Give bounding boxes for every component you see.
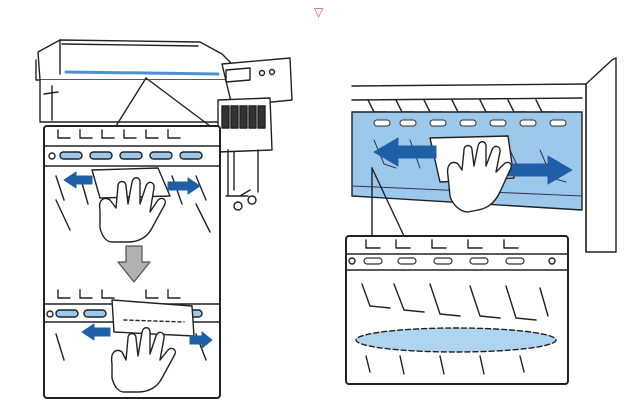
printer-illustration [35,39,293,211]
arrow-left-icon [81,323,111,341]
arrow-right-icon [167,177,201,195]
hand-icon [98,177,167,243]
arrow-right-icon [189,331,213,349]
arrow-left-icon [373,137,437,167]
magnifier-callout-icon [115,77,211,127]
cleaning-area-highlight [355,327,557,353]
step-1-view [43,129,221,243]
arrow-left-icon [63,171,93,189]
hand-icon [446,141,513,213]
arrow-right-icon [507,155,573,185]
hand-icon [110,327,177,393]
right-detail-panel [345,235,569,385]
left-detail-panel [43,125,221,399]
down-arrow-icon [117,245,151,283]
step-2-view [43,289,221,393]
cleaning-cloth-icon [111,299,195,337]
triangle-marker-icon: ▽ [314,5,324,19]
right-platen-view [351,57,617,253]
